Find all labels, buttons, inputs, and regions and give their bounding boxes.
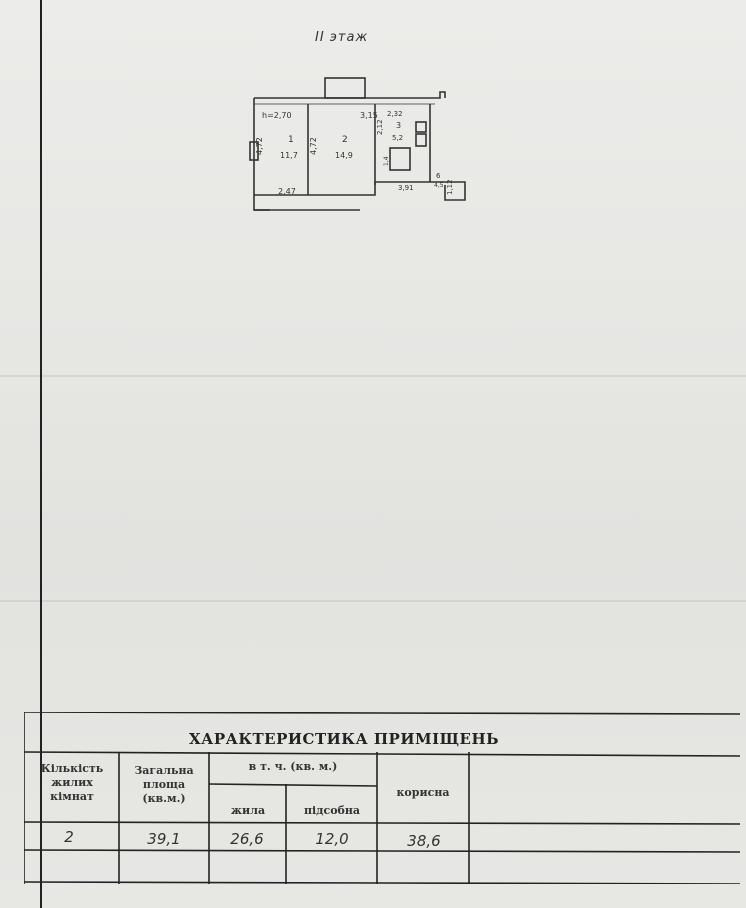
header-living: жила xyxy=(230,804,266,817)
room-6-number: 6 xyxy=(436,172,441,180)
paper-fold-line xyxy=(0,600,746,602)
plan-dim-small-right: 1,12 xyxy=(446,179,454,195)
premises-characteristics-table: ХАРАКТЕРИСТИКА ПРИМІЩЕНЬ Кількість жилих… xyxy=(24,712,740,884)
table-title: ХАРАКТЕРИСТИКА ПРИМІЩЕНЬ xyxy=(188,730,499,748)
room-6-area: 4,5 xyxy=(434,182,444,189)
plan-dim-between-rooms: 4,72 xyxy=(309,137,318,155)
plan-dim-top-right: 2,32 xyxy=(387,110,403,118)
floor-label: II этаж xyxy=(315,30,369,45)
plan-dim-bottom-left: 2,47 xyxy=(278,187,296,196)
room-2-area: 14,9 xyxy=(335,151,353,160)
plan-dim-right-room3: 2,12 xyxy=(376,119,384,135)
plan-dim-bottom-right: 3,91 xyxy=(398,184,414,192)
room-1-area: 11,7 xyxy=(280,151,298,160)
header-total-area: Загальна площа (кв.м.) xyxy=(134,764,194,805)
table-grid xyxy=(24,712,740,884)
value-useful: 38,6 xyxy=(407,832,441,850)
header-useful: корисна xyxy=(396,786,450,799)
header-rooms-count: Кількість жилих кімнат xyxy=(40,762,104,803)
plan-dim-top-mid: 3,15 xyxy=(360,111,378,120)
value-auxiliary: 12,0 xyxy=(315,830,349,848)
plan-dim-height: h=2,70 xyxy=(262,111,292,120)
value-rooms-count: 2 xyxy=(64,828,74,846)
floor-plan: h=2,70 3,15 2,32 4,72 4,72 2,12 1,4 2,47… xyxy=(249,77,466,211)
room-3-area: 5,2 xyxy=(392,134,403,142)
room-2-number: 2 xyxy=(342,135,348,145)
header-auxiliary: підсобна xyxy=(303,804,361,817)
value-living: 26,6 xyxy=(230,830,264,848)
page-frame xyxy=(40,0,742,908)
plan-dim-left-room1: 4,72 xyxy=(255,137,264,155)
value-total-area: 39,1 xyxy=(147,830,181,848)
paper-fold-line xyxy=(0,375,746,377)
room-3-number: 3 xyxy=(396,121,401,130)
header-including: в т. ч. (кв. м.) xyxy=(248,760,338,773)
plan-dim-wc: 1,4 xyxy=(383,156,390,166)
room-1-number: 1 xyxy=(288,135,294,145)
